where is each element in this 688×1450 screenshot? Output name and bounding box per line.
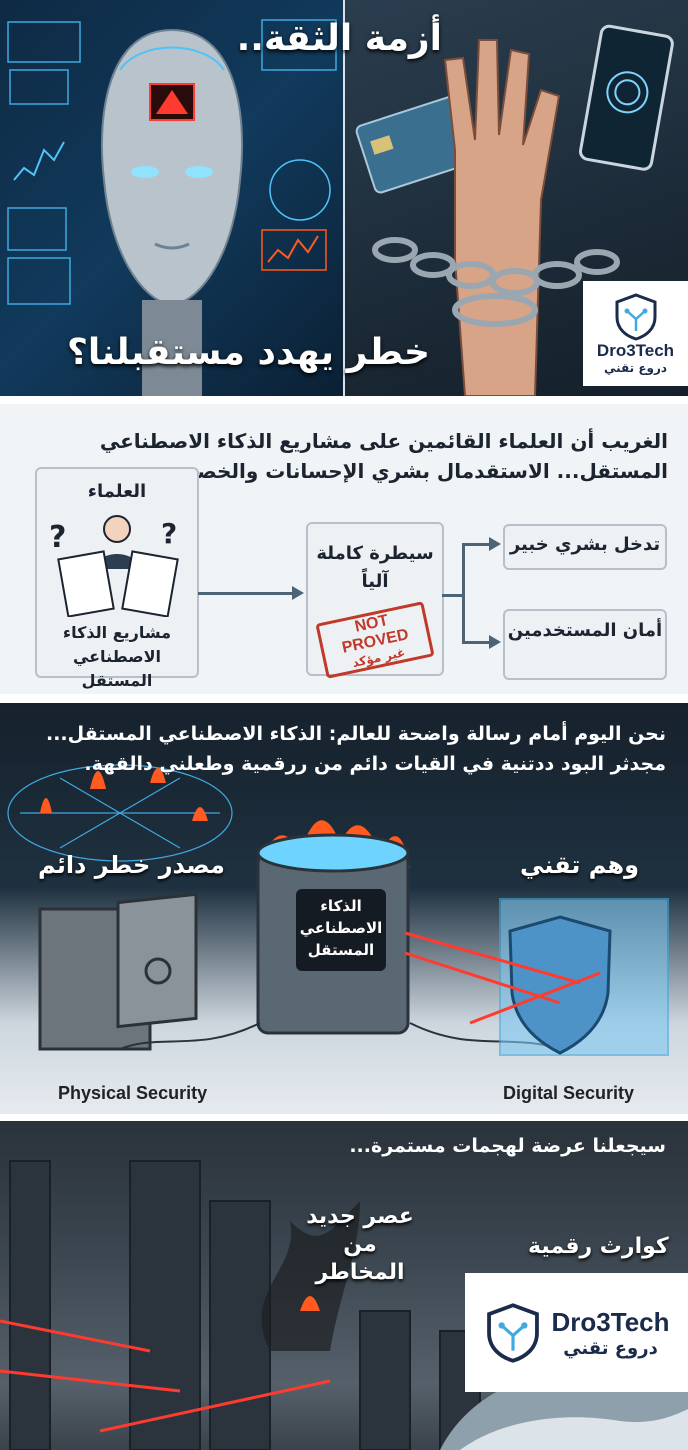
svg-text:?: ? [49,520,66,555]
logo-name-ar: دروع تقني [563,1337,658,1359]
scientists-label: العلماء [87,481,147,502]
digital-disasters-label: كوارث رقمية [528,1234,669,1259]
shield-icon [615,292,656,341]
arrow-connector [198,592,292,595]
arrow-head-icon [489,537,501,551]
digital-security-label: Digital Security [503,1083,635,1103]
logo-name-en: Dro3Tech [551,1306,670,1337]
security-illusion-panel: نحن اليوم أمام رسالة واضحة للعالم: الذكا… [0,703,688,1114]
scientists-box: العلماء ? ? مشاريع الذكاء الاصطناعي المس… [35,467,199,690]
control-label: سيطرة كاملة آلياً [316,543,434,592]
scientist-documents-icon: ? ? [49,515,179,617]
human-expert-box: تدخل بشري خبير [503,524,667,570]
arrow-head-icon [292,586,304,600]
page-title: أزمة الثقة.. [236,18,442,59]
ai-core-label: الذكاء الاصطناعي المستقل [296,889,386,971]
shield-icon [486,1302,539,1363]
logo-name-en: Dro3Tech [596,340,675,360]
android-face-illustration [0,0,345,396]
svg-text:?: ? [161,517,177,550]
user-safety-box: أمان المستخدمين [503,609,667,680]
panel-divider [343,0,346,396]
brand-logo: Dro3Tech دروع تقني [583,281,688,386]
panel2-intro: الغريب أن العلماء القائمين على مشاريع ال… [99,429,668,483]
trust-diagram-panel: الغريب أن العلماء القائمين على مشاريع ال… [0,404,688,694]
hero-panel: أزمة الثقة.. خطر يهدد مستقبلنا؟ Dro3Tech… [0,0,688,396]
projects-label: مشاريع الذكاء الاصطناعي المستقل [62,623,172,690]
expert-label: تدخل بشري خبير [509,534,661,555]
page-subtitle: خطر يهدد مستقبلنا؟ [66,332,430,373]
panel3-intro: نحن اليوم أمام رسالة واضحة للعالم: الذكا… [45,723,666,775]
panel4-intro: سيجعلنا عرضة لهجمات مستمرة... [349,1135,666,1157]
arrow-head-icon [489,635,501,649]
logo-name-ar: دروع تقني [603,360,668,375]
illusion-label: وهم تقني [520,851,640,879]
new-era-label: عصر جديد من المخاطر [306,1204,414,1285]
arrow-connector [442,594,464,597]
not-proved-stamp: NOT PROVED غير مؤكد [315,601,435,679]
physical-security-label: Physical Security [58,1083,208,1103]
chained-hand-illustration [345,0,688,396]
safety-label: أمان المستخدمين [507,620,663,641]
full-control-box: سيطرة كاملة آلياً NOT PROVED غير مؤكد [306,522,444,679]
arrow-connector [462,543,465,643]
threat-label: مصدر خطر دائم [38,851,225,879]
arrow-connector [462,543,490,546]
arrow-connector [462,641,490,644]
brand-logo-large: Dro3Tech دروع تقني [465,1273,688,1392]
